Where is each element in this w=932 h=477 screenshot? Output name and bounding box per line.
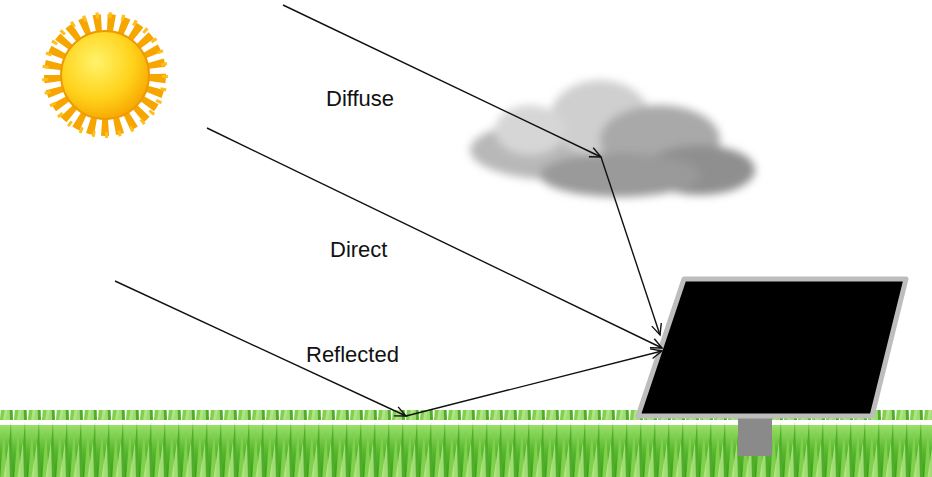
ray-label: Diffuse bbox=[326, 88, 394, 110]
grass bbox=[0, 410, 932, 477]
ray-label: Reflected bbox=[306, 344, 399, 366]
solar-panel bbox=[638, 279, 906, 456]
ray-label: Direct bbox=[330, 239, 387, 261]
cloud bbox=[470, 80, 755, 197]
sun bbox=[45, 15, 165, 135]
light-rays bbox=[115, 5, 662, 416]
